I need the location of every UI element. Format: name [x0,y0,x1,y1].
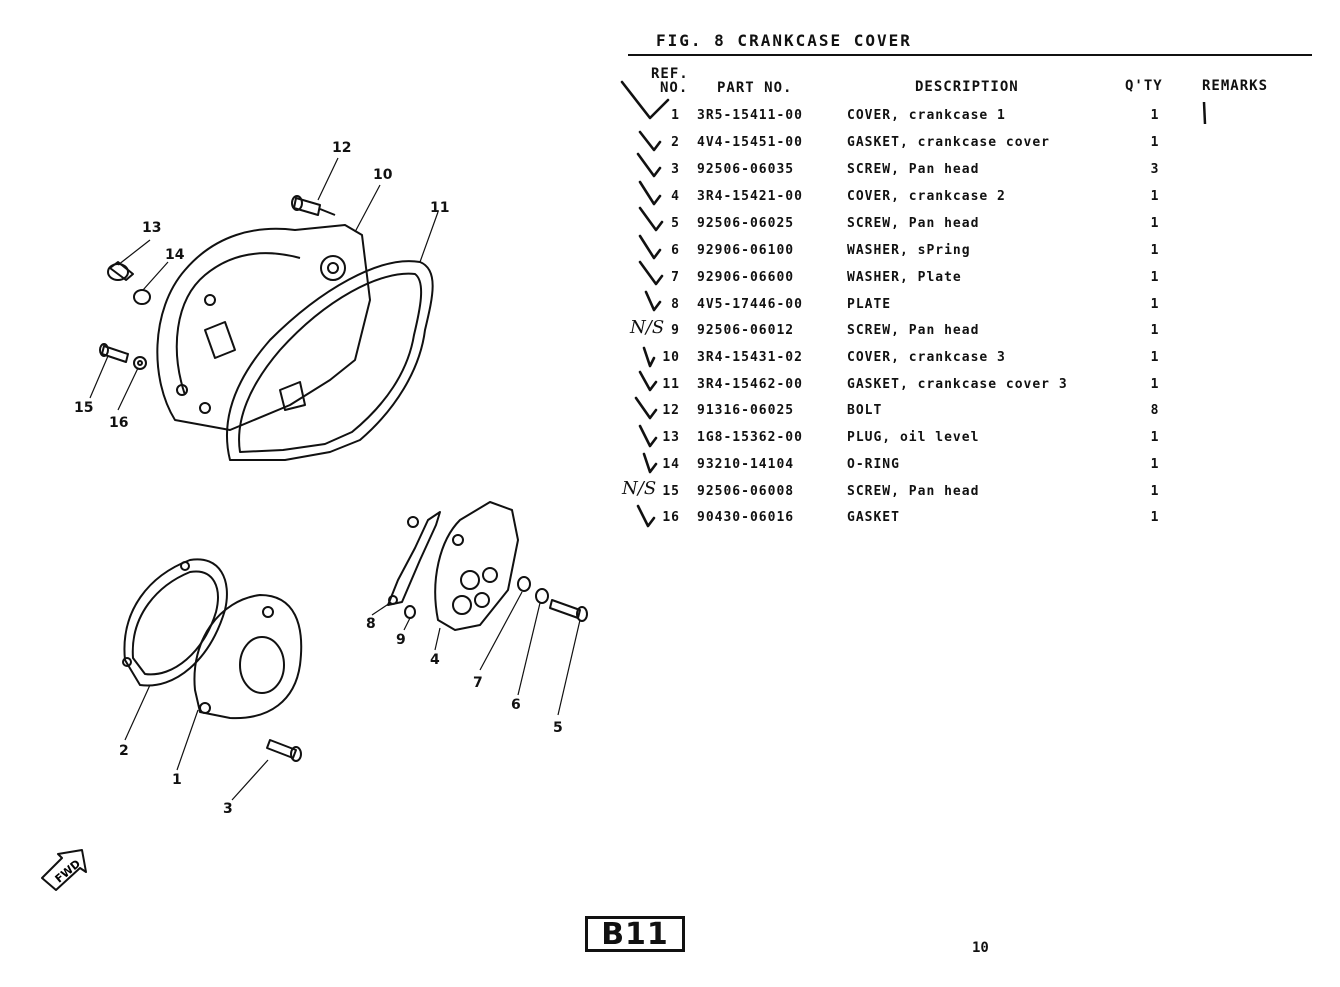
ref-no: 12 [662,403,680,418]
fwd-label: FWD [53,857,83,885]
ref-no: 3 [671,162,680,177]
description: SCREW, Pan head [847,323,980,338]
quantity: 1 [1150,135,1160,150]
quantity: 1 [1150,350,1160,365]
callout-14: 14 [165,247,185,263]
ref-no: 15 [662,484,680,499]
description: COVER, crankcase 3 [847,350,1006,365]
quantity: 8 [1150,403,1160,418]
callout-15: 15 [74,400,94,416]
description: SCREW, Pan head [847,162,980,177]
callout-4: 4 [430,652,440,668]
ref-no: 9 [671,323,680,338]
callout-3: 3 [223,801,233,817]
remark-pen-mark [1202,101,1207,125]
ref-no: 14 [662,457,680,472]
part-number: 3R5-15411-00 [697,108,803,123]
handwritten-check-marks [620,80,670,528]
ref-no: 10 [662,350,680,365]
description: WASHER, Plate [847,270,962,285]
part-number: 93210-14104 [697,457,795,472]
callout-11: 11 [430,200,450,216]
quantity: 1 [1150,377,1160,392]
part-number: 3R4-15462-00 [697,377,803,392]
quantity: 1 [1150,270,1160,285]
part-number: 1G8-15362-00 [697,430,803,445]
description: SCREW, Pan head [847,216,980,231]
exploded-parts-diagram: FWD 12 10 11 13 14 15 16 8 9 4 7 6 5 2 1… [0,0,620,983]
callout-16: 16 [109,415,129,431]
callout-13: 13 [142,220,162,236]
description: PLUG, oil level [847,430,980,445]
ref-no: 4 [671,189,680,204]
ref-no: 5 [671,216,680,231]
part-number: 92506-06008 [697,484,795,499]
header-qty: Q'TY [1125,78,1163,94]
description: PLATE [847,297,892,312]
description: WASHER, sPring [847,243,971,258]
callout-7: 7 [473,675,483,691]
quantity: 3 [1150,162,1160,177]
title-rule [628,54,1312,56]
part-number: 92506-06035 [697,162,795,177]
callout-5: 5 [553,720,563,736]
quantity: 1 [1150,323,1160,338]
description: COVER, crankcase 1 [847,108,1006,123]
part-number: 92506-06025 [697,216,795,231]
quantity: 1 [1150,243,1160,258]
part-number: 4V5-17446-00 [697,297,803,312]
callout-8: 8 [366,616,376,632]
callout-2: 2 [119,743,129,759]
quantity: 1 [1150,189,1160,204]
description: O-RING [847,457,900,472]
ref-no: 7 [671,270,680,285]
part-number: 3R4-15431-02 [697,350,803,365]
quantity: 1 [1150,510,1160,525]
header-description: DESCRIPTION [915,79,1019,95]
quantity: 1 [1150,297,1160,312]
quantity: 1 [1150,484,1160,499]
quantity: 1 [1150,430,1160,445]
part-number: 92906-06600 [697,270,795,285]
callout-9: 9 [396,632,406,648]
callout-10: 10 [373,167,393,183]
header-part-no: PART NO. [717,80,793,96]
figure-title: FIG. 8 CRANKCASE COVER [656,31,912,50]
quantity: 1 [1150,216,1160,231]
ref-no: 16 [662,510,680,525]
description: COVER, crankcase 2 [847,189,1006,204]
page-number: 10 [972,940,989,956]
description: SCREW, Pan head [847,484,980,499]
callout-6: 6 [511,697,521,713]
page-stamp: B11 [585,916,685,952]
quantity: 1 [1150,457,1160,472]
part-number: 3R4-15421-00 [697,189,803,204]
handwritten-ns-note-row-15: N/S [622,478,657,499]
callout-1: 1 [172,772,182,788]
description: BOLT [847,403,883,418]
ref-no: 1 [671,108,680,123]
part-number: 90430-06016 [697,510,795,525]
part-number: 91316-06025 [697,403,795,418]
diagram-line-art: FWD [41,157,588,891]
header-remarks: REMARKS [1202,78,1269,94]
part-number: 92906-06100 [697,243,795,258]
ref-no: 8 [671,297,680,312]
ref-no: 6 [671,243,680,258]
handwritten-ns-note-row-9: N/S [630,317,665,338]
header-ref-bottom: NO. [660,80,689,96]
ref-no: 11 [662,377,680,392]
description: GASKET [847,510,900,525]
callout-12: 12 [332,140,352,156]
description: GASKET, crankcase cover 3 [847,377,1068,392]
header-ref-top: REF. [651,66,689,82]
ref-no: 13 [662,430,680,445]
part-number: 92506-06012 [697,323,795,338]
description: GASKET, crankcase cover [847,135,1051,150]
quantity: 1 [1150,108,1160,123]
ref-no: 2 [671,135,680,150]
part-number: 4V4-15451-00 [697,135,803,150]
